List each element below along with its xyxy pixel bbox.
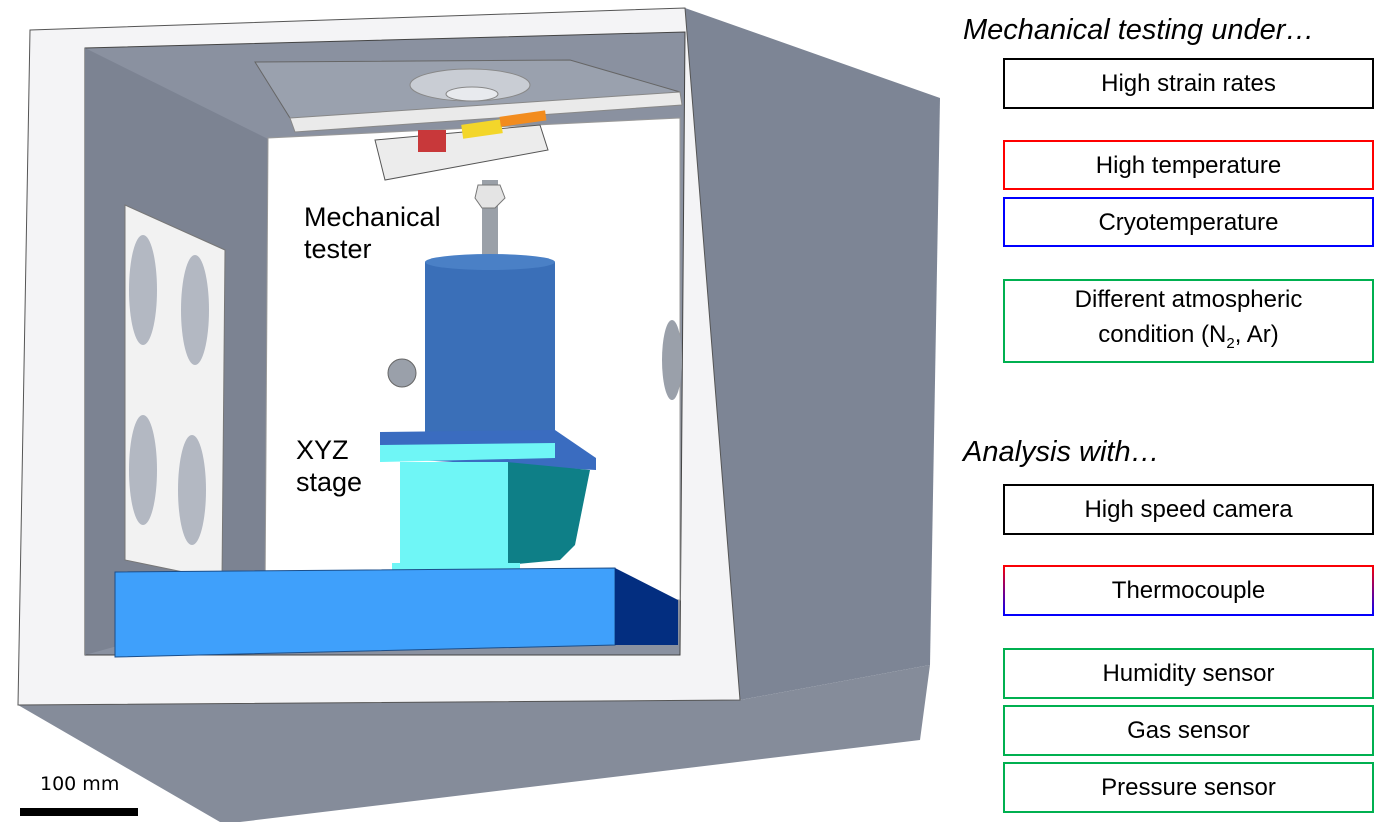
chamber-right-side (685, 8, 940, 700)
stage-foot (392, 563, 520, 571)
label-line: XYZ (296, 435, 349, 465)
label-line: Mechanical (304, 202, 441, 232)
window-hole (129, 235, 157, 345)
analysis-item-thermocouple: Thermocouple (1003, 565, 1374, 616)
analysis-item-pressure-sensor: Pressure sensor (1003, 762, 1374, 813)
tester-red-part (418, 130, 446, 152)
text-part: , Ar) (1234, 320, 1279, 348)
mechanical-tester-label: Mechanical tester (304, 201, 441, 265)
analysis-heading: Analysis with… (963, 436, 1160, 468)
right-wall-port (662, 320, 682, 400)
testing-item-high-strain-rates: High strain rates (1003, 58, 1374, 109)
base-front (114, 567, 616, 658)
analysis-item-gas-sensor: Gas sensor (1003, 705, 1374, 756)
testing-item-atmospheric-condition: Different atmospheric condition (N2, Ar) (1003, 279, 1374, 363)
ceiling-disk-hole (445, 86, 499, 102)
subscript: 2 (1226, 334, 1235, 352)
window-hole (129, 415, 157, 525)
ceiling-rail (289, 91, 683, 133)
box-label: Thermocouple (1005, 567, 1372, 614)
load-cell-cylinder (425, 262, 555, 442)
testing-heading: Mechanical testing under… (963, 14, 1315, 46)
testing-item-high-temperature: High temperature (1003, 140, 1374, 190)
stage-top-light (380, 443, 555, 462)
tester-yellow-part (461, 119, 503, 139)
scale-bar (20, 808, 138, 816)
window-hole (181, 255, 209, 365)
label-line: stage (296, 467, 363, 497)
base-side (615, 568, 678, 645)
scale-bar-label: 100 mm (40, 773, 120, 795)
analysis-item-humidity-sensor: Humidity sensor (1003, 648, 1374, 699)
label-line: tester (304, 234, 372, 264)
stage-body (400, 462, 508, 565)
tester-joint (474, 184, 506, 209)
chamber-bottom-side (18, 665, 930, 822)
testing-item-cryotemperature: Cryotemperature (1003, 197, 1374, 247)
analysis-item-high-speed-camera: High speed camera (1003, 484, 1374, 535)
xyz-stage-label: XYZ stage (296, 434, 362, 498)
cylinder-top (425, 254, 555, 270)
box-line: condition (N2, Ar) (1098, 317, 1278, 361)
chamber-illustration (17, 7, 940, 822)
box-line: Different atmospheric (1074, 285, 1303, 313)
window-hole (178, 435, 206, 545)
wall-port (387, 358, 417, 388)
stage-dark-side (507, 462, 590, 565)
text-part: condition (N (1098, 320, 1227, 348)
tester-orange-part (499, 110, 547, 127)
